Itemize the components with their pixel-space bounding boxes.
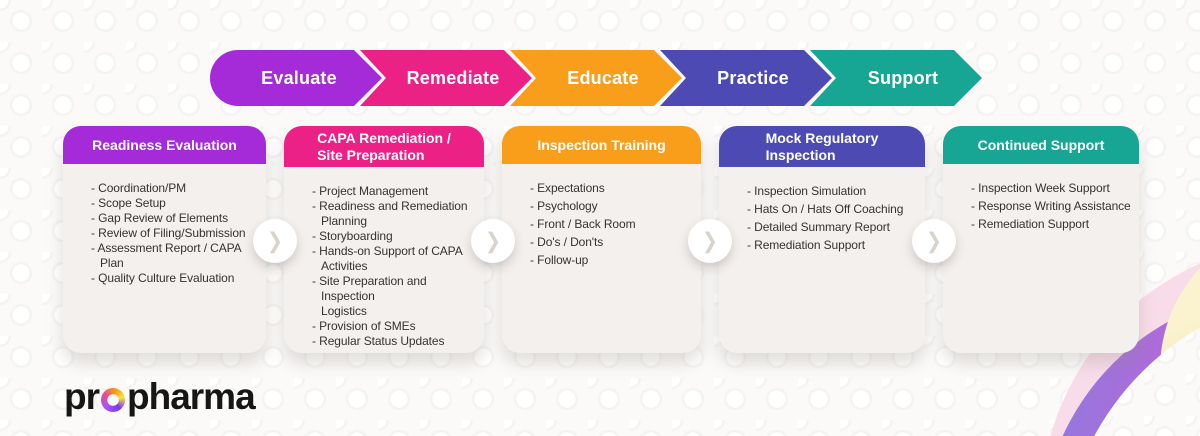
list-item: Assessment Report / CAPA Plan bbox=[91, 241, 260, 271]
card-header: Inspection Training bbox=[502, 126, 701, 164]
logo-text-pre: pr bbox=[64, 376, 100, 417]
card-title: Inspection Training bbox=[537, 136, 666, 153]
chevron-right-icon: ❯ bbox=[926, 228, 942, 254]
card-readiness-evaluation: Readiness Evaluation Coordination/PMScop… bbox=[63, 126, 266, 353]
card-item-list: ExpectationsPsychologyFront / Back RoomD… bbox=[502, 181, 701, 271]
banner-step-remediate: Remediate bbox=[360, 50, 532, 106]
card-inspection-training: Inspection Training ExpectationsPsycholo… bbox=[502, 126, 701, 353]
list-item: Inspection Week Support bbox=[971, 181, 1133, 196]
list-item: Remediation Support bbox=[971, 217, 1133, 232]
list-item: Front / Back Room bbox=[530, 217, 695, 232]
list-item: Hats On / Hats Off Coaching bbox=[747, 202, 919, 217]
list-item: Site Preparation and Inspection Logistic… bbox=[312, 274, 478, 319]
connector-circle: ❯ bbox=[471, 219, 515, 263]
list-item: Gap Review of Elements bbox=[91, 211, 260, 226]
card-header: Continued Support bbox=[943, 126, 1139, 164]
list-item: Regular Status Updates bbox=[312, 334, 478, 349]
card-header: CAPA Remediation / Site Preparation bbox=[284, 126, 484, 168]
list-item: Provision of SMEs bbox=[312, 319, 478, 334]
card-header: Mock Regulatory Inspection bbox=[719, 126, 925, 168]
card-continued-support: Continued Support Inspection Week Suppor… bbox=[943, 126, 1139, 353]
list-item: Response Writing Assistance bbox=[971, 199, 1133, 214]
list-item: Readiness and Remediation Planning bbox=[312, 199, 478, 229]
banner-step-label: Educate bbox=[567, 67, 639, 88]
list-item: Coordination/PM bbox=[91, 181, 260, 196]
logo-text-post: pharma bbox=[127, 376, 256, 417]
card-item-list: Inspection SimulationHats On / Hats Off … bbox=[719, 184, 925, 256]
card-title: Readiness Evaluation bbox=[92, 136, 237, 153]
card-title: CAPA Remediation / Site Preparation bbox=[317, 130, 451, 163]
banner-step-label: Remediate bbox=[406, 67, 500, 88]
cards-row: Readiness Evaluation Coordination/PMScop… bbox=[63, 126, 1139, 353]
list-item: Detailed Summary Report bbox=[747, 220, 919, 235]
banner-step-practice: Practice bbox=[660, 50, 832, 106]
card-item-list: Inspection Week SupportResponse Writing … bbox=[943, 181, 1139, 235]
list-item: Expectations bbox=[530, 181, 695, 196]
list-item: Follow-up bbox=[530, 253, 695, 268]
banner-step-label: Practice bbox=[717, 67, 789, 88]
connector-circle: ❯ bbox=[912, 219, 956, 263]
process-banner: Evaluate Remediate Educate Practice Supp… bbox=[210, 50, 982, 106]
connector-circle: ❯ bbox=[253, 219, 297, 263]
card-title: Mock Regulatory Inspection bbox=[765, 130, 879, 163]
list-item: Quality Culture Evaluation bbox=[91, 271, 260, 286]
list-item: Hands-on Support of CAPA Activities bbox=[312, 244, 478, 274]
banner-step-label: Support bbox=[867, 67, 939, 88]
list-item: Inspection Simulation bbox=[747, 184, 919, 199]
propharma-logo: pr pharma bbox=[64, 376, 256, 418]
banner-step-support: Support bbox=[810, 50, 982, 106]
chevron-right-icon: ❯ bbox=[267, 228, 283, 254]
list-item: Psychology bbox=[530, 199, 695, 214]
card-header: Readiness Evaluation bbox=[63, 126, 266, 164]
card-capa-remediation-site-preparation: CAPA Remediation / Site Preparation Proj… bbox=[284, 126, 484, 353]
chevron-right-icon: ❯ bbox=[485, 228, 501, 254]
connector-circle: ❯ bbox=[688, 219, 732, 263]
card-item-list: Coordination/PMScope SetupGap Review of … bbox=[63, 181, 266, 286]
card-mock-regulatory-inspection: Mock Regulatory Inspection Inspection Si… bbox=[719, 126, 925, 353]
list-item: Do's / Don'ts bbox=[530, 235, 695, 250]
logo-swirl-o-icon bbox=[101, 388, 125, 412]
chevron-right-icon: ❯ bbox=[702, 228, 718, 254]
card-title: Continued Support bbox=[977, 136, 1105, 153]
list-item: Storyboarding bbox=[312, 229, 478, 244]
list-item: Remediation Support bbox=[747, 238, 919, 253]
list-item: Scope Setup bbox=[91, 196, 260, 211]
list-item: Review of Filing/Submission bbox=[91, 226, 260, 241]
banner-step-evaluate: Evaluate bbox=[210, 50, 382, 106]
banner-step-educate: Educate bbox=[510, 50, 682, 106]
banner-step-label: Evaluate bbox=[261, 67, 337, 88]
list-item: Project Management bbox=[312, 184, 478, 199]
card-item-list: Project ManagementReadiness and Remediat… bbox=[284, 184, 484, 349]
